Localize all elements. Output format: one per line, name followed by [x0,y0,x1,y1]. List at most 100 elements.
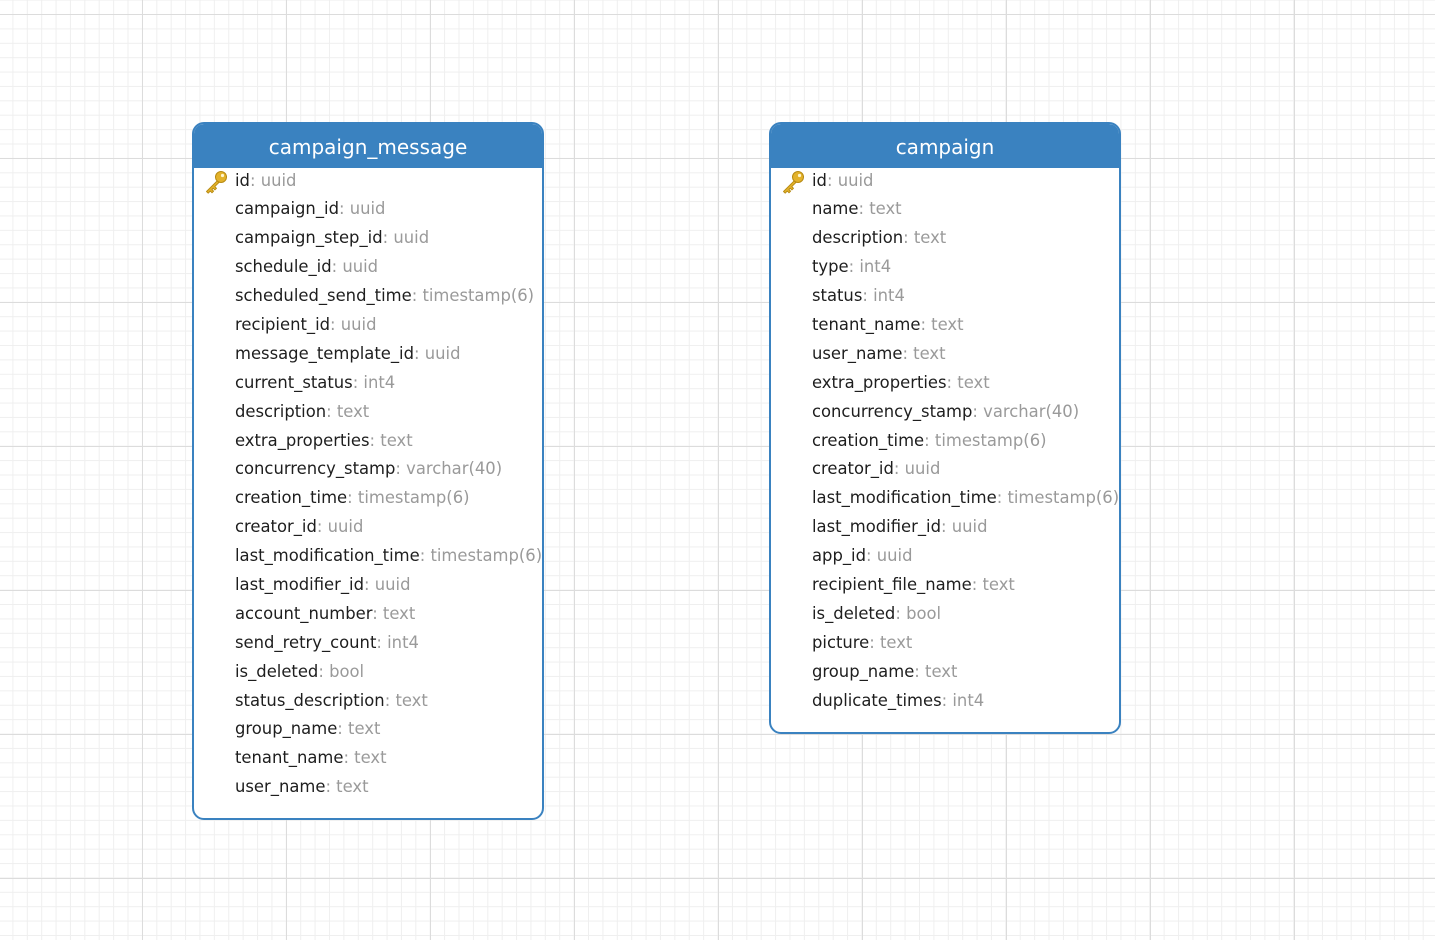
field-separator: : [826,170,838,190]
field-separator: : [343,748,355,768]
field-row[interactable]: creation_time: timestamp(6) [771,427,1119,456]
field-type: timestamp(6) [430,546,543,566]
field-separator: : [364,574,375,594]
field-separator: : [395,459,407,479]
field-name: picture [812,632,870,652]
field-row[interactable]: extra_properties: text [194,427,542,456]
field-row[interactable]: description: text [194,398,542,427]
field-type: text [925,661,958,681]
field-name: recipient_file_name [812,574,972,594]
field-type: uuid [340,314,377,334]
field-type: uuid [260,170,297,190]
field-separator: : [893,459,905,479]
field-row[interactable]: group_name: text [194,715,542,744]
field-row[interactable]: extra_properties: text [771,369,1119,398]
field-name: id [812,170,827,190]
field-type: uuid [904,459,941,479]
field-separator: : [858,199,870,219]
field-type: uuid [424,343,461,363]
field-name: last_modifier_id [812,517,942,537]
field-type: uuid [876,546,913,566]
field-row[interactable]: user_name: text [771,340,1119,369]
field-type: uuid [393,228,430,248]
field-row[interactable]: last_modification_time: timestamp(6) [194,542,542,571]
entity-header[interactable]: campaign [771,124,1119,168]
field-row[interactable]: last_modifier_id: uuid [194,571,542,600]
field-row[interactable]: group_name: text [771,658,1119,687]
field-row[interactable]: scheduled_send_time: timestamp(6) [194,282,542,311]
field-row[interactable]: status: int4 [771,282,1119,311]
field-row[interactable]: send_retry_count: int4 [194,629,542,658]
field-separator: : [920,314,932,334]
field-row[interactable]: campaign_id: uuid [194,195,542,224]
field-row[interactable]: description: text [771,224,1119,253]
field-row[interactable]: creator_id: uuid [194,513,542,542]
field-type: text [931,314,964,334]
field-type: uuid [374,574,411,594]
field-row[interactable]: last_modifier_id: uuid [771,513,1119,542]
field-row[interactable]: name: text [771,195,1119,224]
field-row[interactable]: user_name: text [194,773,542,802]
field-row[interactable]: app_id: uuid [771,542,1119,571]
field-separator: : [869,632,880,652]
field-separator: : [316,517,328,537]
field-type: int4 [363,372,396,392]
field-name: user_name [812,343,903,363]
field-name: scheduled_send_time [235,286,412,306]
field-separator: : [903,228,914,248]
field-name: tenant_name [812,314,921,334]
field-row[interactable]: tenant_name: text [771,311,1119,340]
field-separator: : [924,430,935,450]
field-row[interactable]: concurrency_stamp: varchar(40) [194,455,542,484]
field-name: status [812,286,863,306]
field-separator: : [902,343,914,363]
entity-header[interactable]: campaign_message [194,124,542,168]
field-type: text [348,719,381,739]
field-row[interactable]: tenant_name: text [194,744,542,773]
field-type: uuid [349,199,386,219]
field-row[interactable]: type: int4 [771,253,1119,282]
field-type: text [395,690,428,710]
field-type: varchar(40) [983,401,1080,421]
field-name: last_modification_time [812,488,997,508]
field-type: uuid [837,170,874,190]
field-row[interactable]: creator_id: uuid [771,455,1119,484]
field-type: int4 [873,286,905,306]
field-separator: : [946,372,958,392]
field-row[interactable]: current_status: int4 [194,369,542,398]
field-type: text [869,199,902,219]
field-row[interactable]: is_deleted: bool [194,658,542,687]
field-row[interactable]: status_description: text [194,687,542,716]
field-separator: : [895,603,907,623]
field-name: recipient_id [235,314,331,334]
field-row[interactable]: creation_time: timestamp(6) [194,484,542,513]
field-separator: : [384,690,396,710]
field-row[interactable]: picture: text [771,629,1119,658]
field-row[interactable]: recipient_id: uuid [194,311,542,340]
field-type: text [982,574,1015,594]
field-type: timestamp(6) [1007,488,1120,508]
field-type: timestamp(6) [422,286,535,306]
field-separator: : [338,199,350,219]
field-row[interactable]: concurrency_stamp: varchar(40) [771,398,1119,427]
field-row[interactable]: is_deleted: bool [771,600,1119,629]
field-type: bool [329,661,365,681]
field-row[interactable]: id: uuid [194,167,542,196]
field-row[interactable]: last_modification_time: timestamp(6) [771,484,1119,513]
field-name: type [812,257,849,277]
field-type: uuid [327,517,364,537]
field-separator: : [914,661,926,681]
field-row[interactable]: recipient_file_name: text [771,571,1119,600]
field-row[interactable]: schedule_id: uuid [194,253,542,282]
key-icon [783,170,804,194]
field-separator: : [331,257,343,277]
field-row[interactable]: account_number: text [194,600,542,629]
field-row[interactable]: id: uuid [771,167,1119,196]
field-row[interactable]: duplicate_times: int4 [771,687,1119,716]
field-row[interactable]: campaign_step_id: uuid [194,224,542,253]
field-name: description [812,228,904,248]
field-row[interactable]: message_template_id: uuid [194,340,542,369]
